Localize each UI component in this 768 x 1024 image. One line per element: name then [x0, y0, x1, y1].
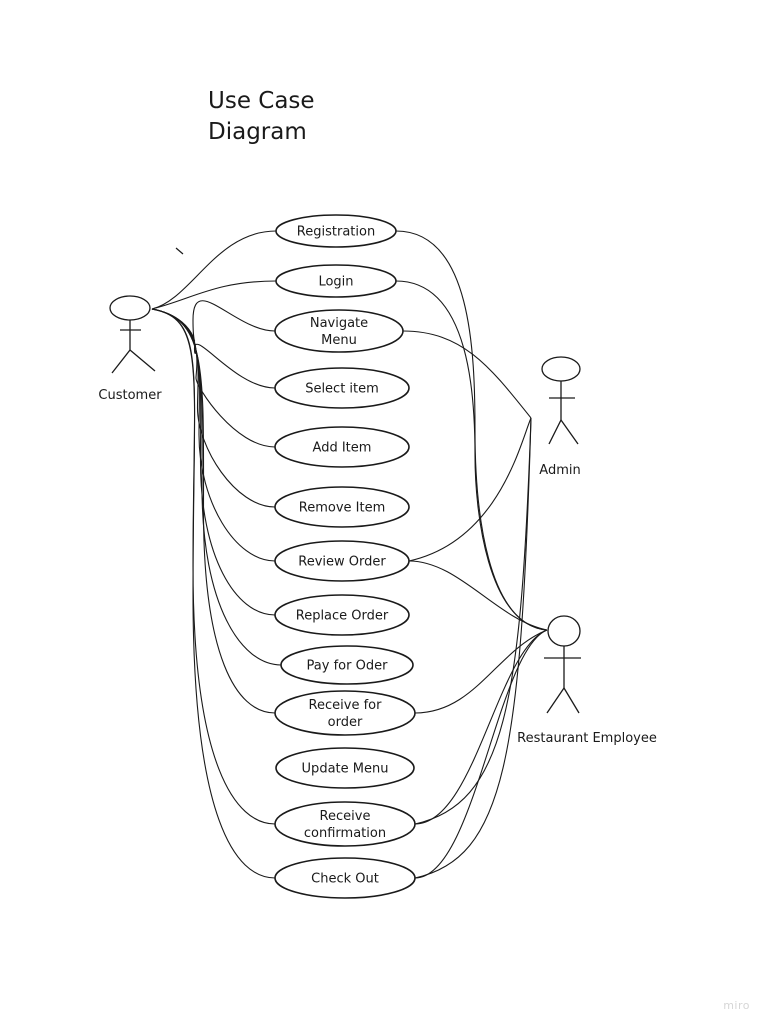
actor-admin-leg-right	[560, 419, 579, 445]
use-case-registration-ellipse	[275, 214, 397, 248]
use-case-review-order-label: Review Order	[298, 555, 386, 570]
use-case-pay-for-oder-label: Pay for Oder	[307, 659, 389, 674]
actor-admin	[541, 356, 581, 445]
association-employee-registration	[395, 230, 548, 631]
association-customer-check-out	[151, 308, 276, 879]
use-case-login: Login	[275, 264, 397, 298]
use-case-navigate-menu-label: Navigate	[310, 316, 368, 331]
use-case-receive-for-order-ellipse	[274, 690, 416, 736]
association-admin-check-out	[414, 417, 532, 879]
use-case-receive-confirmation-ellipse	[274, 801, 416, 847]
association-employee-review-order	[408, 560, 548, 631]
actor-admin-leg-left	[548, 419, 562, 445]
use-case-select-item-ellipse	[274, 367, 410, 409]
actor-customer-leg-left	[111, 349, 131, 374]
use-case-receive-confirmation-label: Receive	[320, 809, 371, 824]
use-case-update-menu-ellipse	[275, 747, 415, 789]
association-customer-pay-for-oder	[151, 308, 282, 666]
use-case-add-item-label: Add Item	[313, 441, 372, 456]
title-line-2: Diagram	[208, 119, 307, 145]
diagram-title: Use Case Diagram	[208, 86, 428, 148]
use-case-review-order-ellipse	[274, 540, 410, 582]
use-case-add-item: Add Item	[274, 426, 410, 468]
stray-mark	[175, 247, 184, 255]
use-case-pay-for-oder: Pay for Oder	[280, 645, 414, 685]
association-customer-login	[151, 280, 277, 310]
association-customer-navigate-menu	[151, 300, 276, 342]
association-employee-check-out	[414, 629, 548, 879]
actor-employee-leg-left	[546, 687, 565, 714]
actor-customer-head	[109, 295, 151, 321]
association-admin-navigate-menu	[402, 330, 532, 419]
association-employee-login	[395, 280, 548, 631]
use-case-update-menu: Update Menu	[275, 747, 415, 789]
use-case-registration: Registration	[275, 214, 397, 248]
use-case-replace-order-ellipse	[274, 594, 410, 636]
actor-employee-leg-right	[563, 687, 580, 714]
association-customer-review-order	[151, 308, 276, 562]
use-case-receive-confirmation-label: confirmation	[304, 826, 386, 841]
actor-admin-head	[541, 356, 581, 382]
use-case-check-out-ellipse	[274, 857, 416, 899]
association-admin-receive-confirmation	[414, 417, 532, 825]
use-case-login-label: Login	[318, 275, 353, 290]
actor-restaurant-employee-label: Restaurant Employee	[517, 731, 657, 746]
use-case-registration-label: Registration	[297, 225, 375, 240]
use-case-replace-order: Replace Order	[274, 594, 410, 636]
use-case-add-item-ellipse	[274, 426, 410, 468]
use-case-review-order: Review Order	[274, 540, 410, 582]
use-case-select-item: Select item	[274, 367, 410, 409]
use-case-login-ellipse	[275, 264, 397, 298]
miro-watermark: miro	[723, 999, 750, 1012]
use-case-remove-item: Remove Item	[274, 486, 410, 528]
actor-customer	[109, 295, 156, 374]
association-admin-review-order	[408, 417, 532, 562]
actor-restaurant-employee	[544, 615, 581, 714]
title-line-1: Use Case	[208, 88, 315, 114]
use-case-receive-for-order-label: Receive for	[309, 698, 383, 713]
actor-employee-head	[547, 615, 581, 647]
association-customer-registration	[151, 230, 277, 310]
use-case-remove-item-label: Remove Item	[299, 501, 385, 516]
use-case-pay-for-oder-ellipse	[280, 645, 414, 685]
use-case-receive-confirmation: Receive confirmation	[274, 801, 416, 847]
use-case-remove-item-ellipse	[274, 486, 410, 528]
use-case-receive-for-order-label: order	[328, 715, 363, 730]
association-customer-add-item	[151, 308, 276, 448]
association-customer-receive-confirmation	[151, 308, 276, 825]
association-employee-receive-confirmation	[414, 629, 548, 825]
association-customer-select-item	[151, 308, 276, 389]
use-case-check-out-label: Check Out	[311, 872, 379, 887]
use-case-navigate-menu-ellipse	[274, 309, 404, 353]
use-case-check-out: Check Out	[274, 857, 416, 899]
use-case-navigate-menu-label: Menu	[321, 333, 357, 348]
actor-customer-label: Customer	[98, 388, 162, 403]
use-case-update-menu-label: Update Menu	[302, 762, 389, 777]
use-case-replace-order-label: Replace Order	[296, 609, 389, 624]
actor-customer-leg-right	[129, 349, 156, 372]
use-case-receive-for-order: Receive for order	[274, 690, 416, 736]
association-employee-receive-for-order	[414, 629, 548, 714]
actor-admin-label: Admin	[539, 463, 580, 478]
association-lines	[151, 230, 548, 879]
association-customer-receive-for-order	[151, 308, 276, 714]
use-case-select-item-label: Select item	[305, 382, 379, 397]
